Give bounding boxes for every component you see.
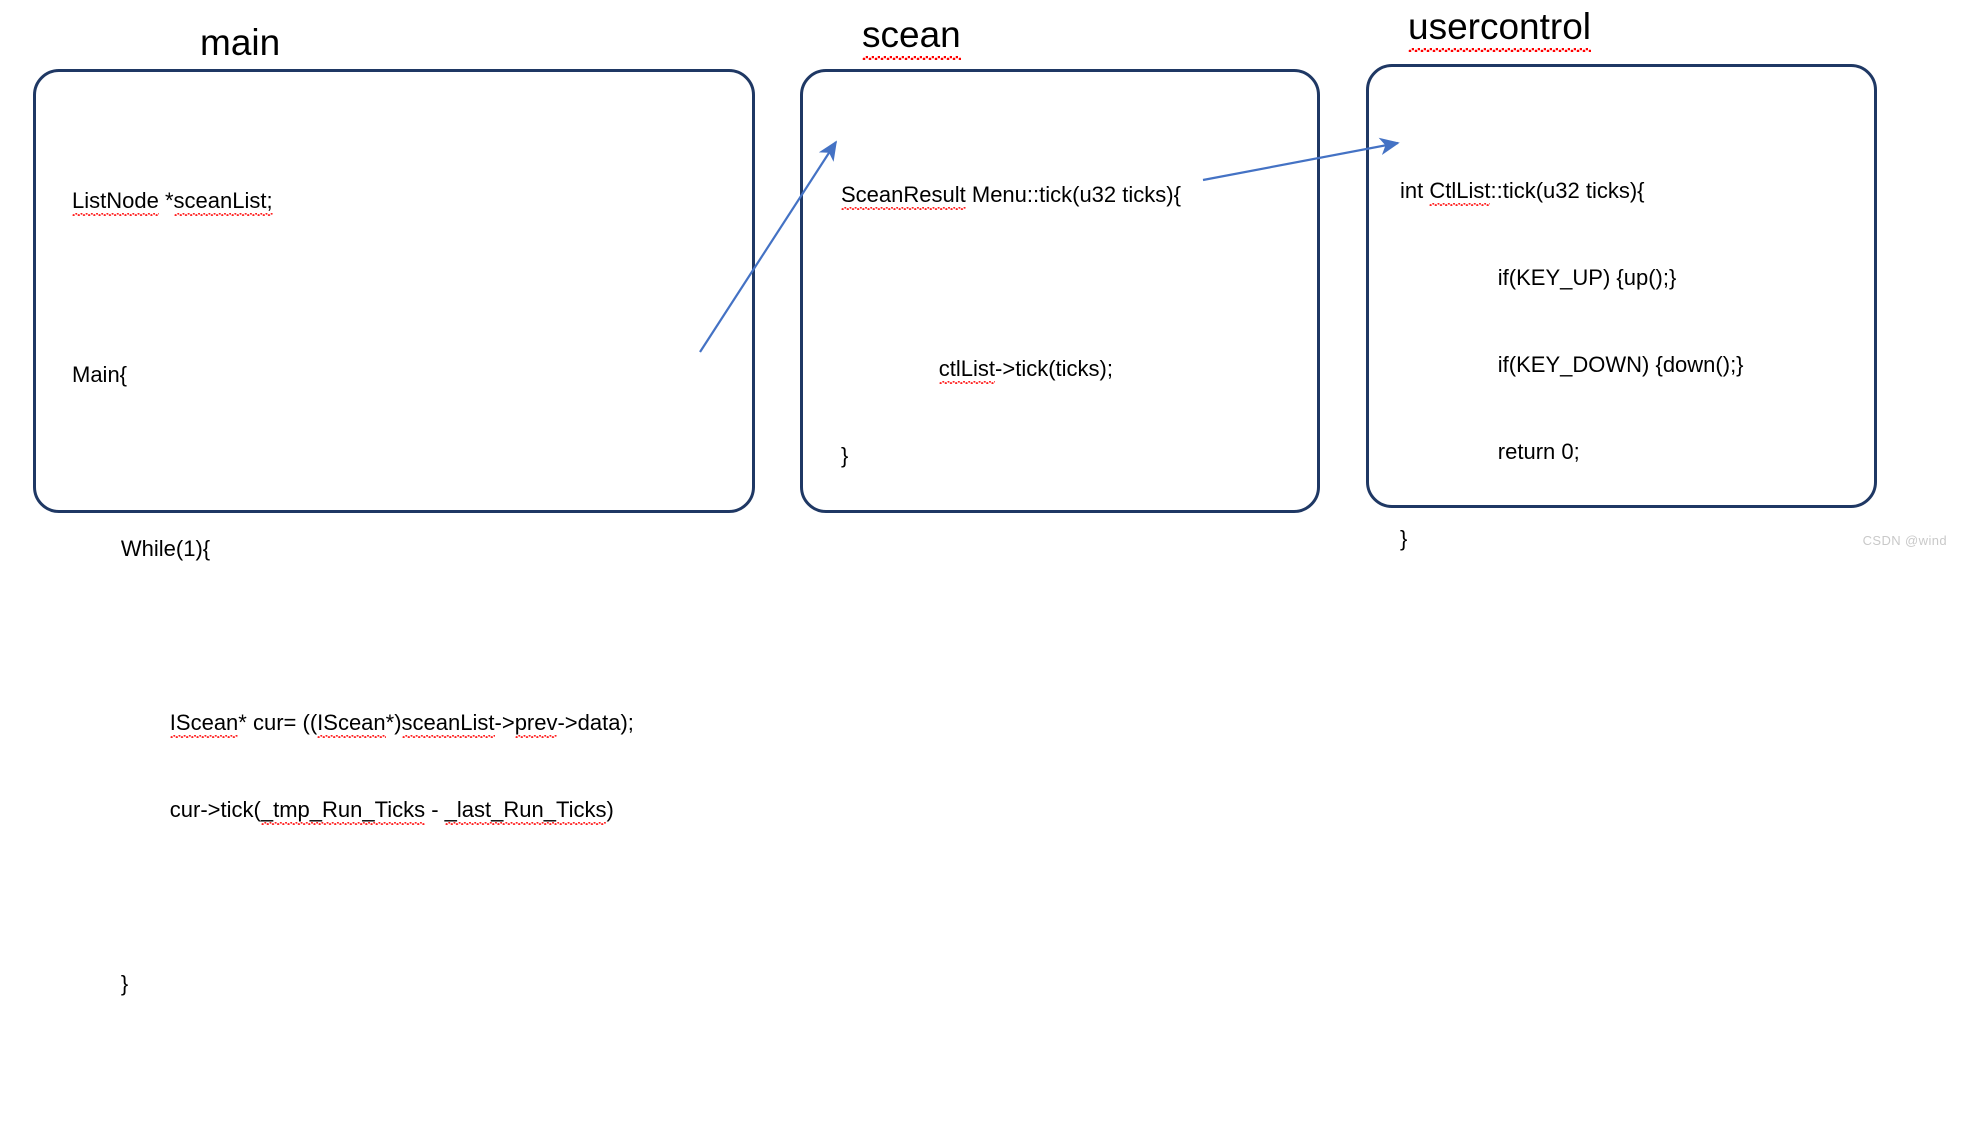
code-block-usercontrol: int CtlList::tick(u32 ticks){ if(KEY_UP)…	[1400, 118, 1744, 611]
panel-main	[33, 69, 755, 513]
panel-title-main-text: main	[200, 22, 281, 63]
code-block-scean: SceanResult Menu::tick(u32 ticks){ ctlLi…	[841, 122, 1181, 528]
code-line: ctlList->tick(ticks);	[841, 354, 1181, 383]
code-line: if(KEY_UP) {up();}	[1400, 265, 1677, 290]
code-line: SceanResult Menu::tick(u32 ticks){	[841, 180, 1181, 209]
code-line: return 0;	[1400, 439, 1580, 464]
panel-title-scean: scean	[862, 14, 961, 55]
code-line: }	[841, 443, 849, 468]
code-line: IScean* cur= ((IScean*)sceanList->prev->…	[72, 708, 634, 737]
code-line	[72, 621, 634, 650]
code-line	[72, 1056, 634, 1085]
code-line: Main{	[72, 362, 128, 387]
code-line	[841, 267, 1181, 296]
code-line: cur->tick(_tmp_Run_Ticks - _last_Run_Tic…	[72, 795, 634, 824]
code-line: ListNode *sceanList;	[72, 186, 634, 215]
code-line	[72, 273, 634, 302]
code-block-main: ListNode *sceanList; Main{ While(1){ ISc…	[72, 128, 634, 1124]
watermark: CSDN @wind	[1862, 533, 1947, 548]
code-line: }	[72, 971, 129, 996]
diagram-canvas: main ListNode *sceanList; Main{ While(1)…	[33, 6, 1947, 996]
code-line	[72, 447, 634, 476]
panel-title-usercontrol-text: usercontrol	[1408, 6, 1592, 52]
panel-title-main: main	[200, 24, 280, 61]
panel-title-scean-text: scean	[862, 14, 961, 60]
code-line: While(1){	[72, 536, 211, 561]
code-line: if(KEY_DOWN) {down();}	[1400, 352, 1744, 377]
code-line: }	[1400, 526, 1408, 551]
panel-title-usercontrol: usercontrol	[1408, 6, 1592, 47]
panel-usercontrol	[1366, 64, 1877, 508]
code-line	[72, 882, 634, 911]
code-line: int CtlList::tick(u32 ticks){	[1400, 176, 1744, 205]
